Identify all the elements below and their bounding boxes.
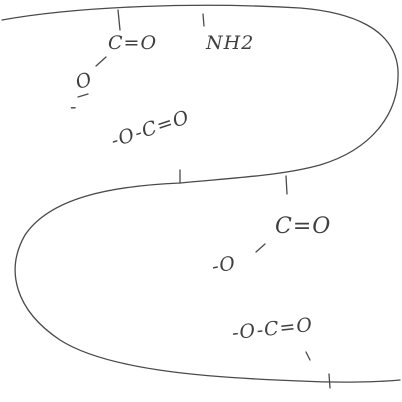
bond-bottom-c-tick <box>305 351 311 361</box>
bond-top-o-tail <box>77 93 89 98</box>
tick-top-left <box>117 9 121 31</box>
right-carboxyl-label: C=O <box>275 214 332 239</box>
tick-bottom <box>328 373 331 389</box>
upper-surface-line <box>1 4 399 184</box>
top-minus-label: - <box>70 96 78 118</box>
top-carboxyl-label: C=O <box>108 32 158 54</box>
bond-top-o-c <box>95 56 107 67</box>
tick-right-top <box>285 175 288 195</box>
top-amine-label: NH2 <box>206 32 255 54</box>
right-oxygen-label: -O <box>210 252 238 278</box>
tick-top-amine <box>202 13 205 27</box>
bond-right-o-c <box>255 243 266 253</box>
middle-surface-line <box>14 182 401 383</box>
